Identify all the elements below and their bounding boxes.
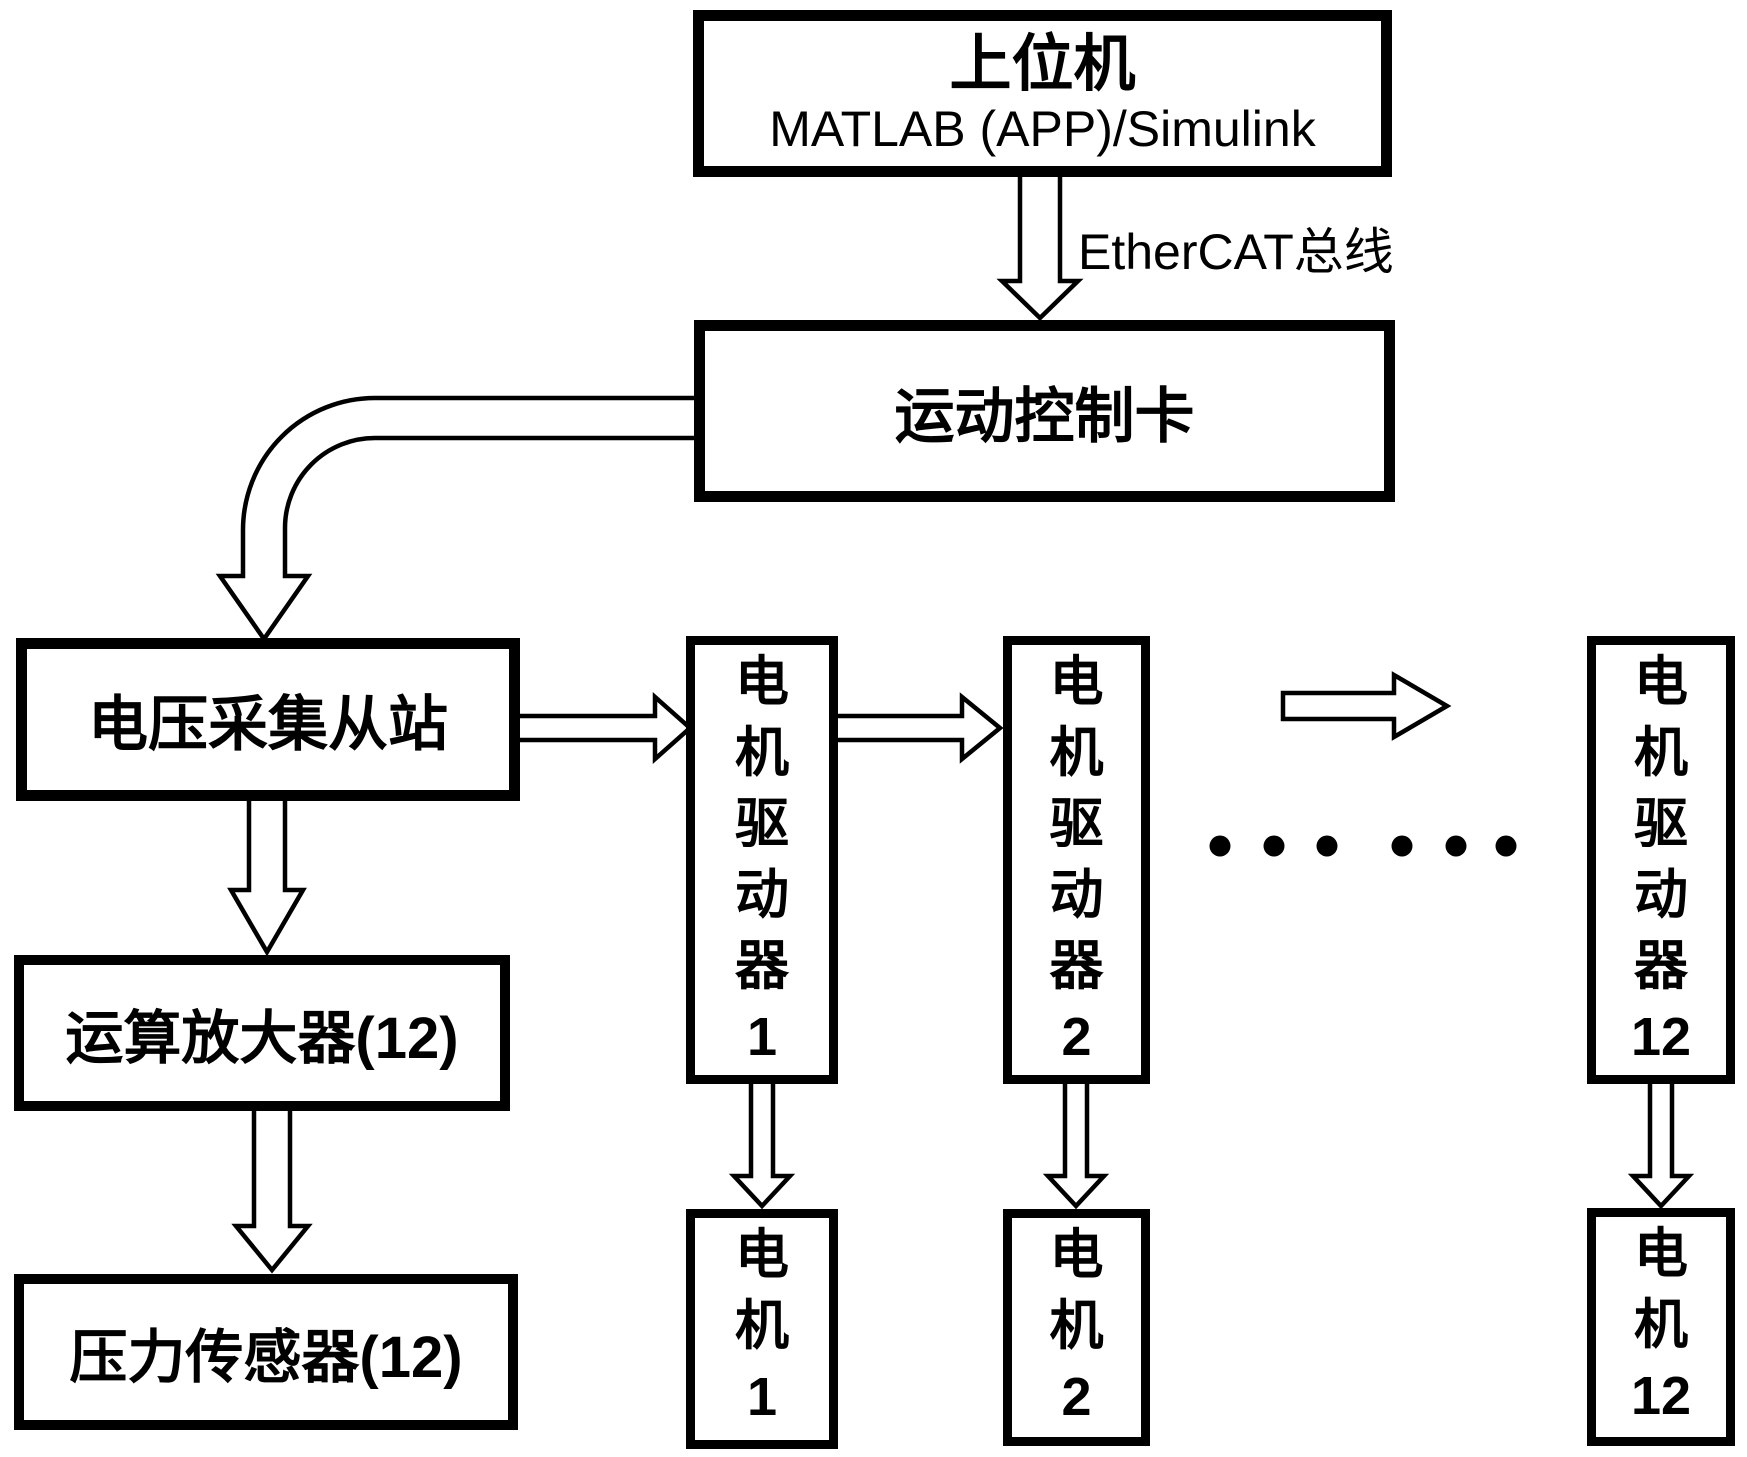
motor-driver-2-label: 电机驱动器: [1049, 652, 1104, 996]
motor-1-box: 电机 1: [686, 1209, 838, 1449]
ethercat-bus-arrow: [996, 169, 1084, 322]
driver2-to-motor2-arrow: [1042, 1076, 1110, 1210]
ethercat-bus-label: EtherCAT总线: [1078, 224, 1394, 280]
continuation-arrow: [1280, 671, 1452, 741]
slave-to-opamp-arrow: [227, 793, 307, 957]
motor-driver-1-number: 1: [746, 1007, 778, 1067]
motor-driver-2-number: 2: [1061, 1007, 1092, 1067]
pressure-sensor-label: 压力传感器(12): [69, 1325, 463, 1390]
motor-12-label: 电机: [1634, 1224, 1688, 1355]
voltage-slave-box: 电压采集从站: [16, 638, 520, 801]
motor-2-label: 电机: [1049, 1225, 1104, 1356]
pressure-sensor-box: 压力传感器(12): [14, 1274, 518, 1430]
slave-to-driver1-arrow: [512, 692, 694, 764]
motor-driver-12-number: 12: [1630, 1007, 1692, 1067]
motor-12-number: 12: [1630, 1366, 1692, 1426]
host-pc-subtitle: MATLAB (APP)/Simulink: [769, 100, 1316, 157]
motor-driver-12-box: 电机驱动器 12: [1587, 636, 1735, 1084]
host-pc-title: 上位机: [949, 29, 1136, 99]
driver1-to-driver2-arrow: [830, 692, 1004, 764]
motor-1-number: 1: [746, 1367, 778, 1427]
control-to-voltage-slave-arrow: [215, 395, 702, 643]
motor-driver-1-label: 电机驱动器: [735, 652, 789, 996]
voltage-slave-label: 电压采集从站: [88, 691, 448, 758]
host-pc-box: 上位机 MATLAB (APP)/Simulink: [693, 10, 1392, 177]
motion-control-card-box: 运动控制卡: [694, 320, 1395, 502]
motor-driver-2-box: 电机驱动器 2: [1003, 636, 1150, 1084]
driver12-to-motor12-arrow: [1627, 1076, 1695, 1210]
motor-2-number: 2: [1061, 1367, 1092, 1427]
opamp-to-pressure-arrow: [231, 1103, 313, 1274]
motor-12-box: 电机 12: [1587, 1208, 1735, 1446]
motor-driver-12-label: 电机驱动器: [1634, 652, 1688, 996]
motion-control-card-label: 运动控制卡: [894, 382, 1195, 450]
motor-1-label: 电机: [735, 1225, 789, 1356]
ellipsis-dots: [1209, 835, 1517, 857]
driver1-to-motor1-arrow: [728, 1076, 796, 1210]
op-amp-box: 运算放大器(12): [14, 955, 510, 1111]
op-amp-label: 运算放大器(12): [65, 1006, 459, 1071]
motor-2-box: 电机 2: [1003, 1209, 1150, 1446]
motor-driver-1-box: 电机驱动器 1: [686, 636, 838, 1084]
